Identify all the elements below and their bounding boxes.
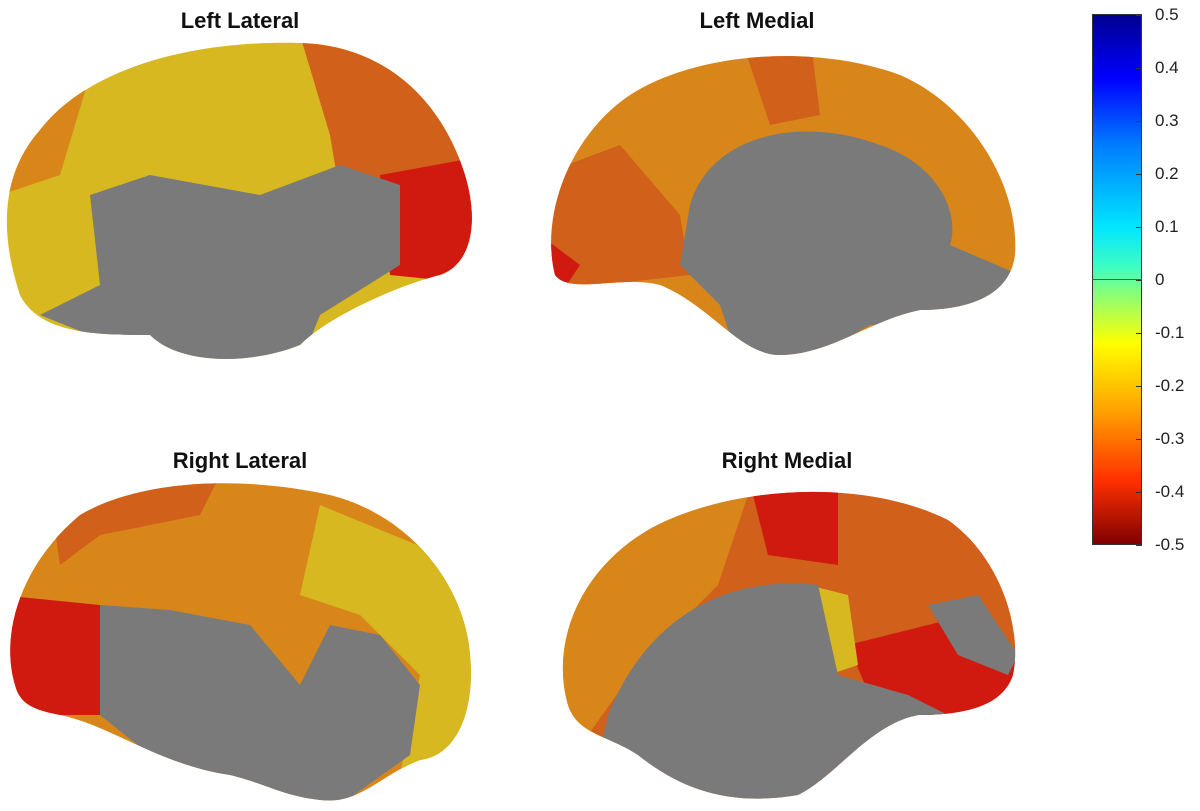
colorbar-tick-mark <box>1136 15 1142 16</box>
colorbar-tick-mark <box>1136 439 1142 440</box>
panel-title-right-medial: Right Medial <box>721 448 853 473</box>
colorbar-tick-mark <box>1136 545 1142 546</box>
colorbar-tick-mark <box>1136 280 1142 281</box>
colorbar-tick-label: 0.3 <box>1155 111 1179 130</box>
colorbar-tick-label: 0.1 <box>1155 217 1179 236</box>
colorbar-tick-label: 0.2 <box>1155 164 1179 183</box>
colorbar-tick-label: -0.1 <box>1155 323 1185 342</box>
colorbar-tick-label: -0.4 <box>1155 482 1185 501</box>
brain-left-lateral <box>6 42 472 359</box>
colorbar-tick-mark <box>1136 68 1142 69</box>
panel-title-right-lateral: Right Lateral <box>172 448 308 473</box>
colorbar-tick-label: -0.5 <box>1155 535 1185 554</box>
panel-title-left-medial: Left Medial <box>699 8 815 33</box>
colorbar-tick-mark <box>1136 386 1142 387</box>
colorbar-tick-mark <box>1136 227 1142 228</box>
colorbar-tick-mark <box>1136 333 1142 334</box>
colorbar-tick-mark <box>1136 174 1142 175</box>
colorbar-tick-mark <box>1136 492 1142 493</box>
colorbar-tick-mark <box>1136 121 1142 122</box>
colorbar-tick-label: 0.5 <box>1155 5 1179 24</box>
brain-right-medial <box>562 491 1016 799</box>
panel-title-left-lateral: Left Lateral <box>180 8 300 33</box>
colorbar-tick-label: 0 <box>1155 270 1165 289</box>
colorbar-tick-label: 0.4 <box>1155 58 1179 77</box>
brain-right-lateral <box>10 483 471 801</box>
brain-left-medial <box>551 56 1016 356</box>
colorbar-tick-label: -0.3 <box>1155 429 1185 448</box>
colorbar-tick-label: -0.2 <box>1155 376 1185 395</box>
colorbar-zero-line <box>1092 279 1142 280</box>
